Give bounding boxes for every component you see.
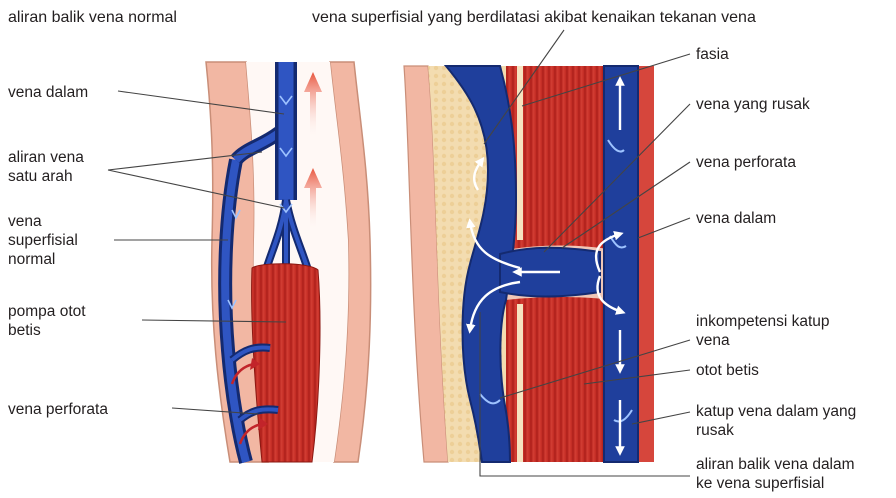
left-panel-title: aliran balik vena normal <box>8 8 177 27</box>
right-leg-illustration <box>404 66 654 462</box>
label-calf-muscle: otot betis <box>696 361 759 380</box>
label-valve-incompetence: inkompetensi katup vena <box>696 312 830 350</box>
label-perforator-left: vena perforata <box>8 400 108 419</box>
label-one-way-flow: aliran vena satu arah <box>8 148 84 186</box>
label-damaged-vein: vena yang rusak <box>696 95 810 114</box>
label-perforator-right: vena perforata <box>696 153 796 172</box>
label-calf-pump: pompa otot betis <box>8 302 86 340</box>
label-damaged-deep-valve: katup vena dalam yang rusak <box>696 402 856 440</box>
label-fascia: fasia <box>696 45 729 64</box>
label-deep-vein-right: vena dalam <box>696 209 776 228</box>
right-panel-title: vena superfisial yang berdilatasi akibat… <box>312 8 756 27</box>
label-deep-vein-left: vena dalam <box>8 83 88 102</box>
label-reflux: aliran balik vena dalam ke vena superfis… <box>696 455 855 493</box>
label-superficial-vein-normal: vena superfisial normal <box>8 212 78 269</box>
left-leg-illustration <box>206 62 371 462</box>
